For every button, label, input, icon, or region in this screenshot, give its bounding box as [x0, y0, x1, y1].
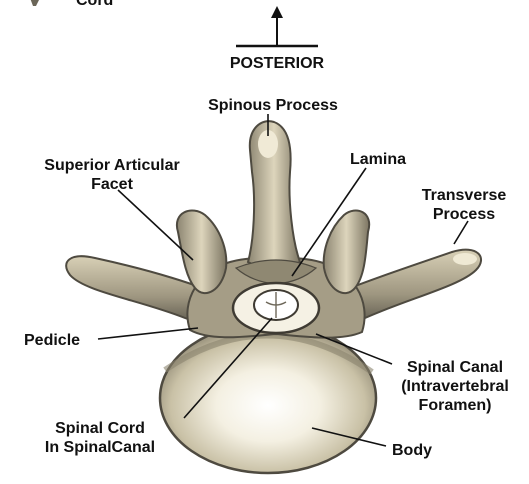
- label-superior-articular-facet-line2: Facet: [91, 176, 133, 193]
- label-spinal-canal-line2: (Intravertebral: [401, 378, 509, 395]
- label-superior-articular-facet-line1: Superior Articular: [44, 157, 179, 174]
- superior-articular-facet-right: [324, 210, 369, 293]
- label-spinal-cord-line1: Spinal Cord: [55, 420, 145, 437]
- label-spinous-process: Spinous Process: [208, 97, 338, 114]
- label-spinal-cord-line2: In SpinalCanal: [45, 439, 155, 456]
- arrow-up-icon: [271, 6, 283, 18]
- orientation-indicator: POSTERIOR: [230, 6, 325, 72]
- label-spinal-canal-line3: Foramen): [419, 397, 492, 414]
- legend-swatch-icon: [30, 0, 40, 6]
- legend-fragment-label: Cord: [76, 0, 113, 9]
- leader-transverse-process: [454, 221, 468, 244]
- label-transverse-process-line2: Process: [433, 206, 495, 223]
- label-lamina: Lamina: [350, 151, 406, 168]
- label-pedicle: Pedicle: [24, 332, 80, 349]
- leader-pedicle: [98, 328, 198, 339]
- label-spinal-canal-line1: Spinal Canal: [407, 359, 503, 376]
- legend-fragment: Cord: [30, 0, 113, 9]
- label-body: Body: [392, 442, 432, 459]
- posterior-label: POSTERIOR: [230, 55, 325, 72]
- label-transverse-process-line1: Transverse: [422, 187, 507, 204]
- transverse-process-tip: [453, 253, 477, 265]
